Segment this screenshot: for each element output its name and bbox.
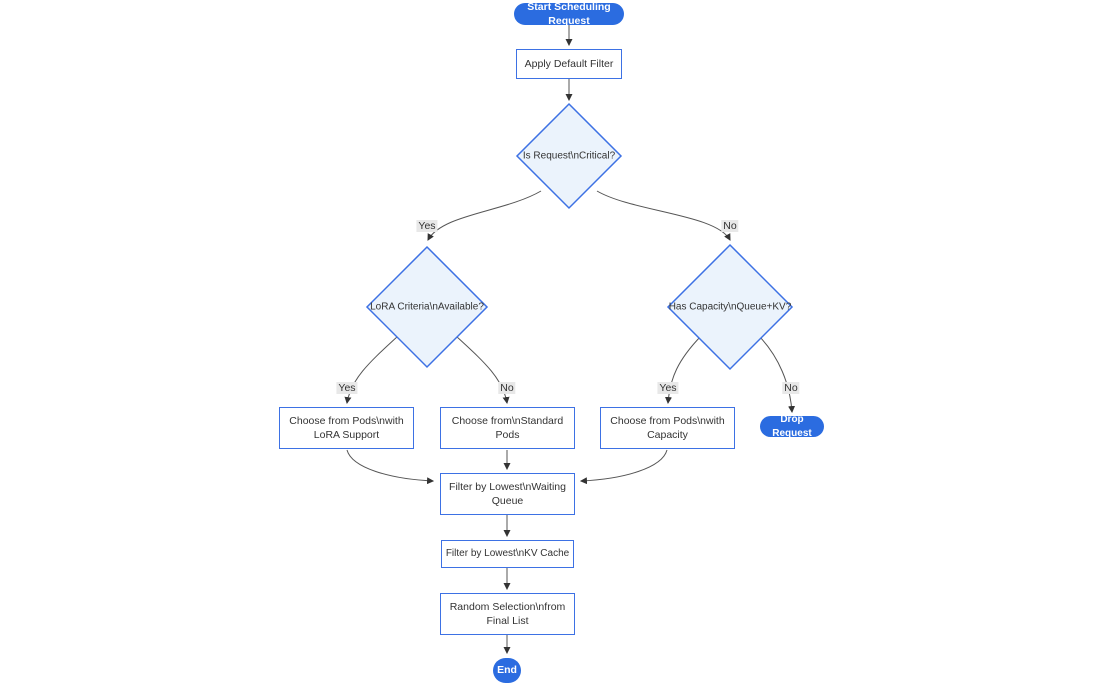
node-filter-waiting-queue: Filter by Lowest\nWaiting Queue: [440, 473, 575, 515]
edge-label-lora-yes: Yes: [336, 382, 358, 394]
node-filter-kv-cache: Filter by Lowest\nKV Cache: [441, 540, 574, 568]
decision-has-capacity-shape: [666, 243, 794, 371]
edge-is-critical-yes-to-lora: [427, 190, 542, 241]
edge-label-capacity-no: No: [782, 382, 800, 394]
node-has-capacity-queue-kv: Has Capacity\nQueue+KV?: [668, 301, 792, 313]
edge-is-critical-no-to-capacity: [596, 190, 731, 241]
edge-capacity-no-to-drop: [758, 335, 796, 414]
node-lora-criteria-available: LoRA Criteria\nAvailable?: [370, 301, 484, 313]
decision-is-critical-shape: [515, 102, 623, 210]
node-choose-capacity-pods: Choose from Pods\nwith Capacity: [600, 407, 735, 449]
edge-label-critical-no: No: [721, 220, 739, 232]
node-choose-standard-pods: Choose from\nStandard Pods: [440, 407, 575, 449]
node-drop-request: Drop Request: [760, 414, 824, 439]
node-choose-lora-pods: Choose from Pods\nwith LoRA Support: [279, 407, 414, 449]
node-start: Start Scheduling Request: [514, 1, 624, 27]
node-apply-default-filter: Apply Default Filter: [516, 49, 622, 79]
edge-label-critical-yes: Yes: [416, 220, 438, 232]
edge-label-lora-no: No: [498, 382, 516, 394]
node-random-selection: Random Selection\nfrom Final List: [440, 593, 575, 635]
edge-choose-lora-to-filter-waiting: [346, 449, 435, 485]
decision-lora-criteria-shape: [365, 245, 489, 369]
edge-choose-capacity-to-filter-waiting: [579, 449, 668, 485]
edge-capacity-yes-to-choose-capacity: [664, 335, 702, 405]
node-is-request-critical: Is Request\nCritical?: [522, 150, 616, 162]
edge-lora-no-to-choose-standard: [455, 335, 510, 405]
edge-lora-yes-to-choose-lora: [344, 335, 399, 405]
node-end: End: [493, 658, 521, 683]
edge-label-capacity-yes: Yes: [657, 382, 679, 394]
